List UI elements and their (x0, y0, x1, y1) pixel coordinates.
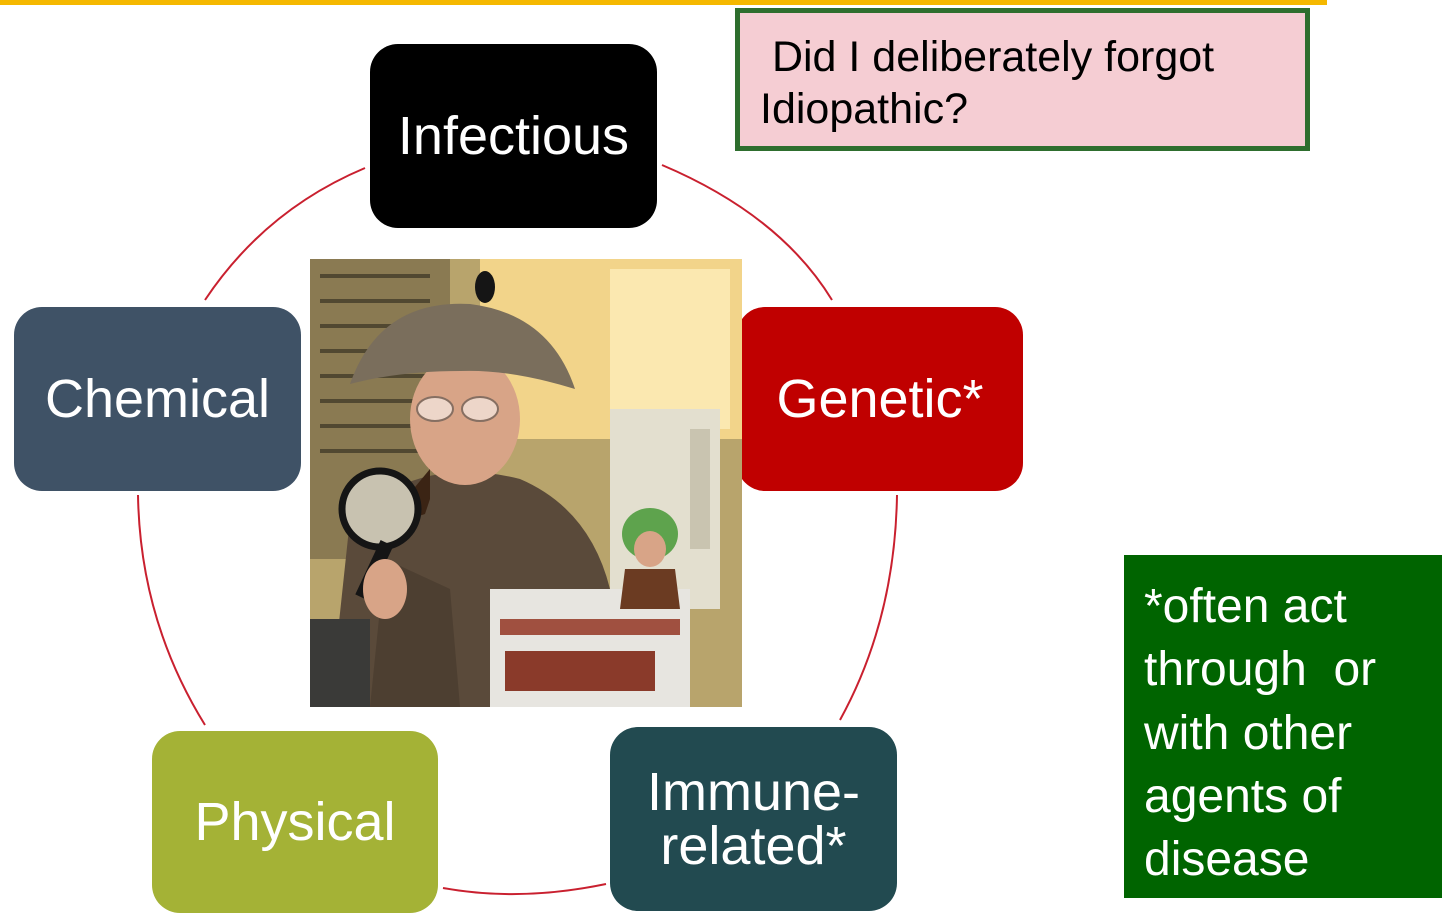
node-label: Physical (194, 792, 396, 852)
note-line: with other (1144, 706, 1353, 760)
note-line: *often act (1144, 580, 1347, 633)
node-label: Genetic* (776, 369, 984, 429)
cycle-arc-immune-physical (442, 883, 607, 896)
cycle-arc-physical-chemical (137, 494, 206, 726)
node-label-line: related* (660, 816, 847, 876)
node-label: Infectious (397, 106, 630, 166)
cycle-arc-genetic-immune (839, 494, 898, 721)
detective-photo (310, 259, 742, 707)
top-accent-rule (0, 0, 1327, 5)
cycle-node-immune-related: Immune- related* (610, 727, 897, 911)
node-label: Chemical (44, 369, 271, 429)
idiopathic-callout: Did I deliberately forgot Idiopathic? (735, 8, 1310, 151)
cycle-node-infectious: Infectious (370, 44, 657, 228)
cycle-node-physical: Physical (152, 731, 438, 913)
callout-line: Idiopathic? (760, 85, 968, 134)
cycle-arc-infectious-genetic (661, 164, 833, 301)
footnote-box: *often act through or with other agents … (1124, 555, 1442, 898)
note-line: through or (1144, 643, 1377, 697)
node-label-line: Immune- (646, 762, 861, 822)
callout-line: Did I deliberately forgot (760, 33, 1215, 81)
note-line: agents of (1144, 770, 1342, 824)
cycle-node-chemical: Chemical (14, 307, 301, 491)
cycle-arc-chemical-infectious (204, 167, 366, 301)
cycle-node-genetic: Genetic* (737, 307, 1023, 491)
note-line: disease (1144, 833, 1310, 887)
